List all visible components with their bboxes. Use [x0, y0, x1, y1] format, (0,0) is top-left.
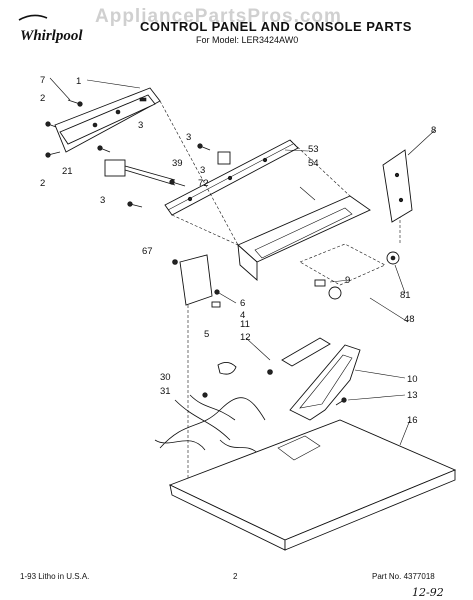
- leader-line: [329, 279, 351, 283]
- callout-3d: 3: [100, 195, 105, 206]
- screw-head: [77, 101, 83, 107]
- bracket-hole: [187, 196, 193, 202]
- screw-head: [97, 145, 103, 151]
- callout-72: 72: [198, 178, 209, 189]
- panel-hole: [92, 122, 98, 128]
- wire-harness-31: [154, 394, 266, 456]
- callout-39: 39: [172, 158, 183, 169]
- bracket-hole: [262, 157, 268, 163]
- callout-21: 21: [62, 166, 73, 177]
- leader-line: [86, 79, 141, 89]
- callout-13: 13: [407, 390, 418, 401]
- callout-53: 53: [308, 144, 319, 155]
- screw-head: [45, 121, 51, 127]
- callout-31: 31: [160, 386, 171, 397]
- timer-harness: [124, 169, 176, 186]
- console-54-front: [237, 243, 258, 281]
- clip-67: [172, 259, 178, 265]
- callout-3b: 3: [186, 132, 191, 143]
- end-cap-8: [382, 149, 413, 223]
- callout-7: 7: [40, 75, 45, 86]
- callout-67: 67: [142, 246, 153, 257]
- leader-line: [245, 337, 271, 361]
- model-label: For Model: LER3424AW0: [196, 35, 299, 45]
- top-16-recess: [277, 435, 321, 461]
- control-panel-face: [59, 94, 156, 145]
- callout-30: 30: [160, 372, 171, 383]
- callout-9: 9: [345, 275, 350, 286]
- callout-1: 1: [76, 76, 81, 87]
- switch-39: [217, 151, 231, 165]
- leader-box: [299, 243, 386, 286]
- leader-line: [407, 129, 436, 156]
- callout-4: 4: [240, 310, 245, 321]
- watermark-text: AppliancePartsPros.com: [95, 6, 342, 27]
- leader-line: [299, 186, 316, 201]
- part-11: [281, 337, 331, 367]
- endcap-hole: [394, 172, 400, 178]
- leader-line: [394, 264, 406, 294]
- leader-line: [354, 369, 406, 379]
- leader-line: [171, 214, 239, 246]
- bracket-67: [179, 254, 213, 306]
- whirlpool-swoosh-icon: [18, 14, 48, 21]
- leader-line: [399, 419, 411, 446]
- footer-part-number: Part No. 4377018: [372, 572, 435, 581]
- leader-line: [218, 292, 237, 304]
- leader-line: [369, 297, 409, 323]
- knob-center: [390, 255, 396, 261]
- knob-48: [328, 286, 342, 300]
- timer-21: [104, 159, 126, 177]
- screw-head: [127, 201, 133, 207]
- bracket-hole: [227, 175, 233, 181]
- clip-4: [211, 301, 221, 308]
- callout-5: 5: [204, 329, 209, 340]
- duct-10: [289, 344, 361, 421]
- callout-2: 2: [40, 93, 45, 104]
- footer-litho: 1-93 Litho in U.S.A.: [20, 572, 90, 581]
- callout-3c: 3: [200, 165, 205, 176]
- console-54: [237, 195, 371, 263]
- callout-10: 10: [407, 374, 418, 385]
- console-54-window: [254, 207, 353, 259]
- top-16: [168, 419, 457, 541]
- duct-10-inner: [299, 354, 353, 409]
- screw-6: [214, 289, 220, 295]
- callout-6: 6: [240, 298, 245, 309]
- screw-head: [341, 397, 347, 403]
- push-button-9: [314, 279, 326, 287]
- leader-line: [289, 139, 351, 197]
- callout-3: 3: [138, 120, 143, 131]
- top-16-side: [284, 469, 456, 551]
- callout-8: 8: [431, 125, 436, 136]
- panel-slot: [139, 97, 147, 102]
- callout-81: 81: [400, 290, 411, 301]
- leader-line: [159, 100, 239, 246]
- handwritten-date: 12-92: [412, 586, 444, 599]
- footer-page-number: 2: [233, 572, 238, 581]
- page-title: CONTROL PANEL AND CONSOLE PARTS: [140, 19, 412, 34]
- screw-head: [169, 179, 175, 185]
- callout-48: 48: [404, 314, 415, 325]
- screw-head: [45, 152, 51, 158]
- brand-logo: Whirlpool: [20, 28, 83, 44]
- clip-30: [202, 392, 208, 398]
- leader-line: [284, 149, 309, 152]
- callout-2b: 2: [40, 178, 45, 189]
- endcap-hole: [398, 197, 404, 203]
- screw-head: [197, 143, 203, 149]
- callout-54: 54: [308, 158, 319, 169]
- panel-hole: [115, 109, 121, 115]
- callout-11: 11: [240, 319, 250, 330]
- clip-12: [267, 369, 273, 375]
- leader-line: [347, 394, 406, 401]
- part-5: [217, 362, 237, 375]
- timer-harness: [124, 165, 176, 181]
- callout-16: 16: [407, 415, 418, 426]
- callout-12: 12: [240, 332, 251, 343]
- leader-line: [49, 77, 71, 101]
